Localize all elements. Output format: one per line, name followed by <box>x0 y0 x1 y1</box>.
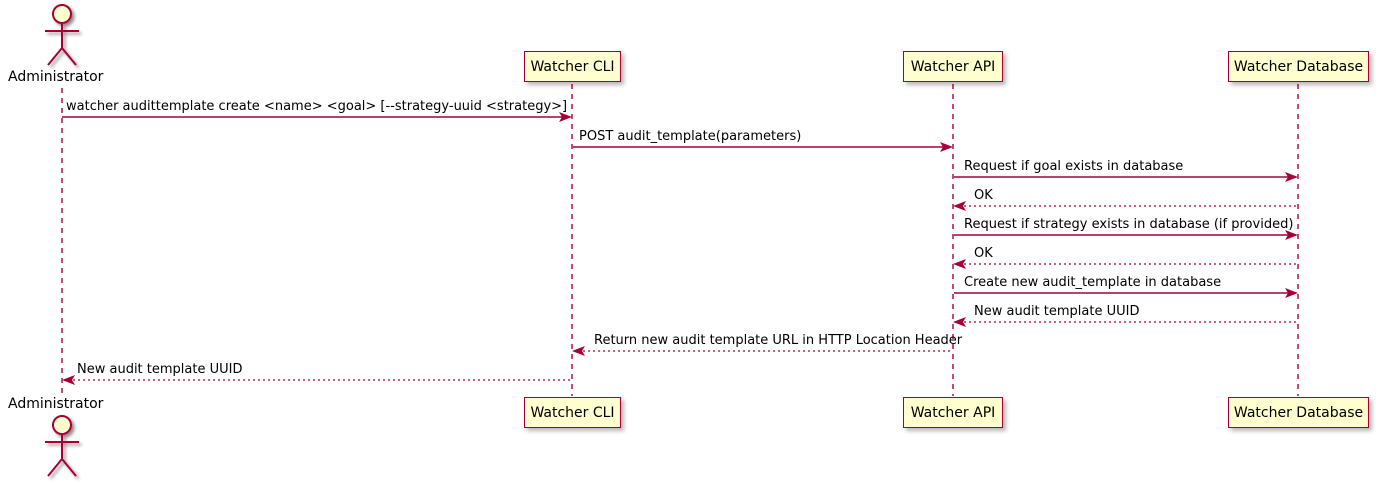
participant-label-watcher-cli: Watcher CLI <box>530 58 615 75</box>
participant-box-watcher-api-bottom[interactable]: Watcher API <box>903 397 1003 428</box>
lifelines <box>61 84 1299 396</box>
actor-label-administrator-top: Administrator <box>8 69 104 85</box>
message-arrow-8 <box>953 317 1297 327</box>
message-arrow-9 <box>572 346 952 356</box>
message-label-6: OK <box>974 246 993 261</box>
participant-box-watcher-api-top[interactable]: Watcher API <box>903 51 1003 82</box>
message-arrow-6 <box>953 259 1297 269</box>
message-arrow-1 <box>62 112 572 122</box>
message-label-9: Return new audit template URL in HTTP Lo… <box>594 333 963 348</box>
participant-label-watcher-database: Watcher Database <box>1233 404 1364 421</box>
participant-label-watcher-database: Watcher Database <box>1233 58 1364 75</box>
message-label-2: POST audit_template(parameters) <box>579 129 802 144</box>
actor-figure-administrator-top <box>45 4 79 66</box>
actor-label-administrator-bottom: Administrator <box>8 396 104 412</box>
message-label-4: OK <box>974 188 993 203</box>
participant-box-watcher-database-top[interactable]: Watcher Database <box>1228 51 1369 82</box>
message-label-10: New audit template UUID <box>77 362 243 377</box>
message-arrow-2 <box>573 142 953 152</box>
message-label-7: Create new audit_template in database <box>964 275 1222 290</box>
actor-figure-administrator-bottom <box>45 415 79 477</box>
message-label-1: watcher audittemplate create <name> <goa… <box>66 99 568 114</box>
message-label-5: Request if strategy exists in database (… <box>964 217 1294 232</box>
participant-label-watcher-api: Watcher API <box>910 58 996 75</box>
participant-label-watcher-cli: Watcher CLI <box>530 404 615 421</box>
message-label-3: Request if goal exists in database <box>964 159 1184 174</box>
participant-box-watcher-database-bottom[interactable]: Watcher Database <box>1228 397 1369 428</box>
message-arrow-7 <box>954 288 1298 298</box>
message-label-8: New audit template UUID <box>974 304 1140 319</box>
message-arrow-4 <box>953 201 1297 211</box>
message-arrow-10 <box>62 375 571 385</box>
message-arrow-3 <box>954 172 1298 182</box>
message-arrow-5 <box>954 230 1298 240</box>
participant-label-watcher-api: Watcher API <box>910 404 996 421</box>
participant-box-watcher-cli-bottom[interactable]: Watcher CLI <box>524 397 621 428</box>
participant-box-watcher-cli-top[interactable]: Watcher CLI <box>524 51 621 82</box>
